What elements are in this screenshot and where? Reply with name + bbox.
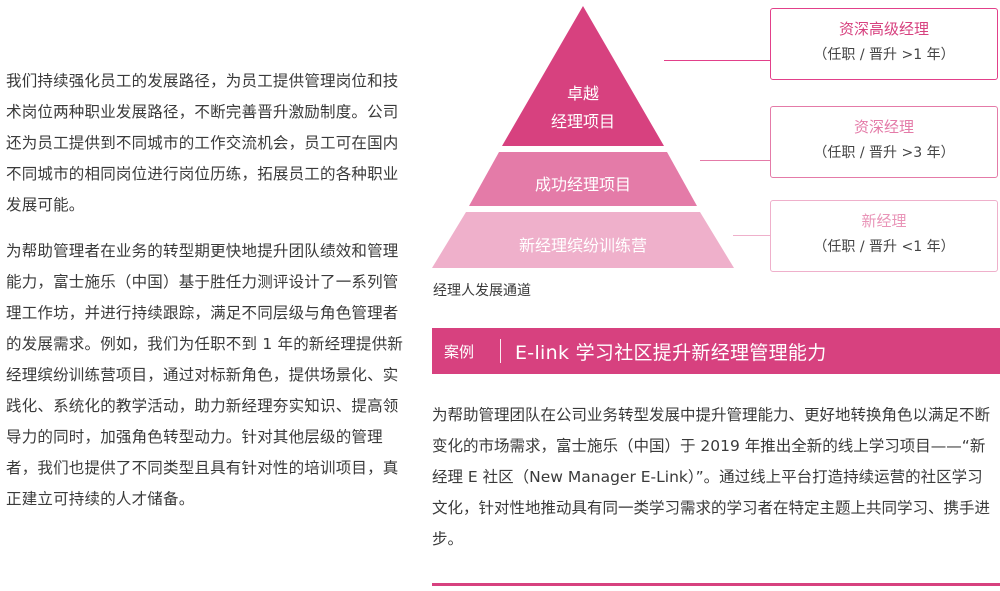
left-column: 我们持续强化员工的发展路径，为员工提供管理岗位和技术岗位两种职业发展路径，不断完… (6, 66, 406, 515)
case-title: E-link 学习社区提升新经理管理能力 (515, 341, 827, 364)
case-banner: 案例 E-link 学习社区提升新经理管理能力 (432, 328, 1000, 374)
pyramid-bottom-tier (432, 212, 734, 268)
callout-mid-role: 资深经理 (853, 118, 914, 136)
pyramid-top-label-1: 卓越 (566, 84, 599, 103)
callout-new-role: 新经理 (861, 212, 907, 230)
connector-mid (700, 160, 770, 161)
pyramid-top-label-2: 经理项目 (550, 112, 615, 131)
callout-mid: 资深经理 （任职 / 晋升 >3 年） (770, 106, 998, 178)
case-tag: 案例 (444, 342, 475, 361)
callout-mid-term: （任职 / 晋升 >3 年） (813, 145, 955, 161)
connector-senior (664, 60, 770, 61)
case-body: 为帮助管理团队在公司业务转型发展中提升管理能力、更好地转换角色以满足不断变化的市… (432, 406, 991, 548)
pyramid-middle-tier (469, 152, 697, 206)
intro-paragraph: 我们持续强化员工的发展路径，为员工提供管理岗位和技术岗位两种职业发展路径，不断完… (6, 72, 399, 214)
callout-senior-role: 资深高级经理 (838, 20, 929, 38)
callout-senior-term: （任职 / 晋升 >1 年） (813, 47, 955, 63)
pyramid-bottom-label: 新经理缤纷训练营 (518, 236, 647, 255)
pyramid-graphic (432, 6, 734, 268)
connector-new (733, 235, 770, 236)
manager-training-paragraph: 为帮助管理者在业务的转型期更快地提升团队绩效和管理能力，富士施乐（中国）基于胜任… (6, 242, 404, 508)
pyramid-top-tier (502, 6, 664, 146)
callout-new: 新经理 （任职 / 晋升 <1 年） (770, 200, 998, 272)
callout-senior: 资深高级经理 （任职 / 晋升 >1 年） (770, 8, 998, 80)
bottom-rule (432, 583, 1000, 586)
callout-new-term: （任职 / 晋升 <1 年） (813, 239, 955, 255)
pyramid-middle-label: 成功经理项目 (534, 175, 631, 194)
pyramid-caption: 经理人发展通道 (433, 283, 531, 299)
manager-pyramid: 卓越 经理项目 成功经理项目 新经理缤纷训练营 (428, 6, 738, 268)
case-divider (500, 339, 501, 363)
